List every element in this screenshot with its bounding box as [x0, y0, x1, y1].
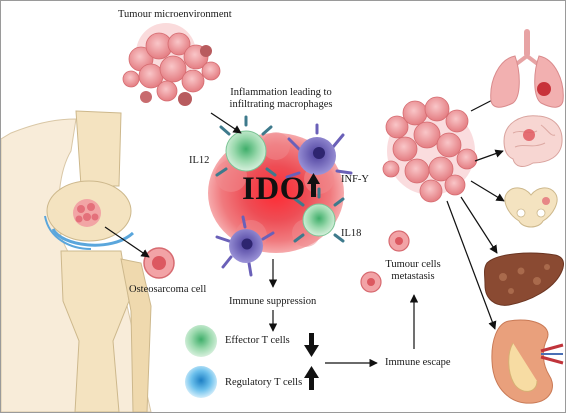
knee-to-cell-arrow	[104, 226, 150, 258]
inflammation-label-line2: infiltrating macrophages	[229, 98, 333, 110]
brain-icon	[503, 115, 563, 167]
inf-y-label: INF-Y	[341, 174, 369, 185]
metastasis-label: Tumour cells metastasis	[373, 259, 453, 283]
regulatory-t-cell-icon	[185, 366, 217, 398]
inflammation-label: Inflammation leading to infiltrating mac…	[211, 87, 351, 111]
effector-down-arrow	[304, 333, 319, 357]
osteosarcoma-cell-label: Osteosarcoma cell	[129, 284, 207, 295]
macrophage-icon-lower	[215, 215, 275, 277]
liver-icon	[484, 252, 564, 306]
metastasis-label-line1: Tumour cells	[385, 259, 441, 270]
arrow-to-kidney	[446, 200, 497, 330]
immune-suppression-label: Immune suppression	[229, 296, 317, 307]
osteosarcoma-cell-icon	[143, 247, 175, 279]
metastasis-label-line2: metastasis	[391, 270, 435, 282]
ido-label: IDO	[242, 171, 306, 207]
tumour-cell-cluster	[382, 96, 478, 203]
il12-t-cell-icon	[215, 115, 277, 177]
immune-escape-label: Immune escape	[385, 357, 451, 368]
ido-up-arrow	[307, 173, 320, 197]
macrophage-icon	[285, 123, 353, 179]
pelvis-icon	[504, 187, 558, 228]
microenvironment-arrow	[210, 112, 242, 134]
metastatic-cell-icon	[360, 230, 410, 293]
tumour-microenvironment-cluster	[122, 23, 221, 106]
effector-t-cell-icon	[185, 325, 217, 357]
regulatory-t-cells-label: Regulatory T cells	[225, 377, 303, 388]
tumour-microenvironment-label: Tumour microenvironment	[118, 9, 232, 20]
il18-t-cell-icon	[293, 187, 345, 243]
arrow-to-liver	[460, 196, 498, 254]
il12-label: IL12	[189, 155, 210, 166]
kidney-icon	[491, 319, 564, 404]
arrow-to-pelvis	[470, 180, 505, 202]
il18-label: IL18	[341, 228, 362, 239]
lung-icon	[490, 29, 564, 108]
regulatory-up-arrow	[304, 366, 319, 390]
inflammation-label-line1: Inflammation leading to	[230, 87, 332, 98]
effector-t-cells-label: Effector T cells	[225, 335, 290, 346]
knee-joint-illustration	[1, 110, 152, 412]
arrow-to-brain	[474, 149, 504, 162]
